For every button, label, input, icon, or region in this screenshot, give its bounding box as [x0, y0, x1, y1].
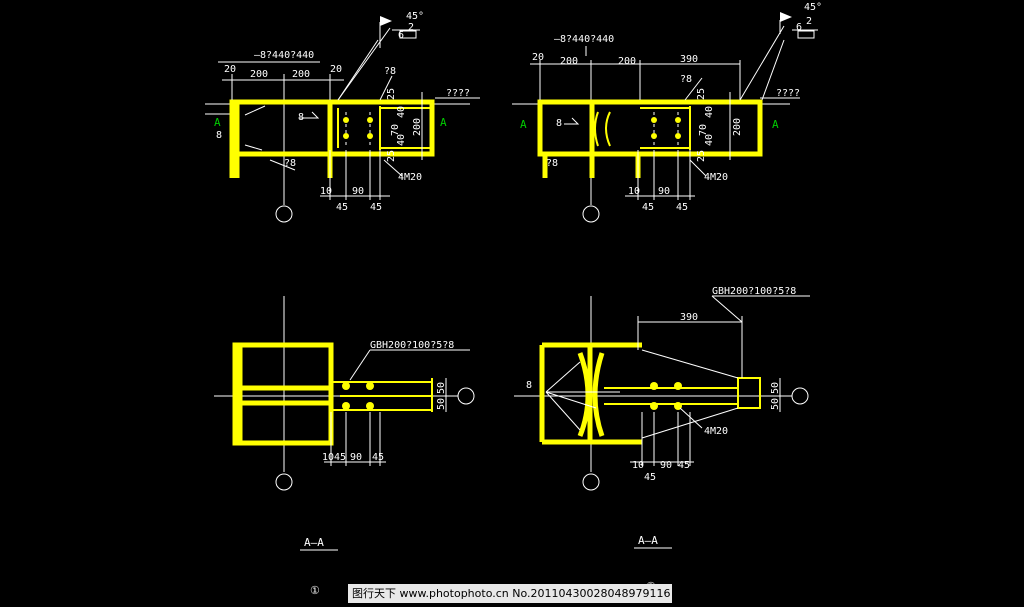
dim-top-4: 20 — [330, 64, 342, 75]
plate-outline — [537, 99, 763, 157]
dim-top-1: 20 — [532, 52, 544, 63]
section-marker-right: A — [772, 118, 779, 131]
axis-bubble — [582, 473, 600, 491]
dim-bottom-1: 10 — [322, 452, 334, 463]
beam-spec-label: GBH200?100?5?8 — [370, 340, 454, 351]
dim-bottom-2: 90 — [660, 460, 672, 471]
weld-angle: 45° — [804, 2, 822, 13]
fillet-size: 8 — [556, 118, 562, 129]
section-marker-left: A — [520, 118, 527, 131]
dim-bottom-4: 45 — [370, 202, 382, 213]
weld-gap: 2 — [408, 22, 414, 33]
dim-right-1: 50 — [770, 382, 781, 394]
dim-top-3: 200 — [618, 56, 636, 67]
weld-gap: 2 — [806, 16, 812, 27]
plate-spec-label: —8?440?440 — [554, 34, 614, 45]
weld-mark-2: ?8 — [546, 158, 558, 169]
axis-bubble — [582, 205, 600, 223]
dim-right-6: 200 — [732, 118, 743, 136]
section-marker-left: A — [214, 116, 221, 129]
dim-bottom-1: 10 — [632, 460, 644, 471]
dim-bottom-3: 45 — [642, 202, 654, 213]
dim-top-1: 20 — [224, 64, 236, 75]
plan-view-1: —8?440?440 20 200 200 20 ?8 ?8 8 8 ???? … — [205, 11, 480, 223]
elevation-mark: ???? — [776, 88, 800, 99]
dim-right-4: 40 — [396, 134, 407, 146]
axis-bubble — [791, 387, 809, 405]
weld-angle: 45° — [406, 11, 424, 22]
column-box — [232, 342, 334, 446]
fillet-size: 8 — [526, 380, 532, 391]
dim-top-3: 200 — [292, 69, 310, 80]
dim-right-2: 40 — [396, 106, 407, 118]
dim-right-4: 40 — [704, 134, 715, 146]
dim-right-2: 50 — [770, 398, 781, 410]
dim-bottom-3: 45 — [644, 472, 656, 483]
beam-spec-label: GBH200?100?5?8 — [712, 286, 796, 297]
weld-mark-2: ?8 — [284, 158, 296, 169]
bolt-spec: 4M20 — [704, 172, 728, 183]
dim-bottom-2: 45 — [334, 452, 346, 463]
plate-spec-label: —8?440?440 — [254, 50, 314, 61]
section-marker-right: A — [440, 116, 447, 129]
dim-right-5: 25 — [696, 150, 707, 162]
dim-bottom-1: 10 — [628, 186, 640, 197]
section-title: A—A — [638, 534, 658, 547]
dim-right-2: 40 — [704, 106, 715, 118]
axis-bubble — [275, 205, 293, 223]
dim-right-5: 25 — [386, 150, 397, 162]
dim-bottom-4: 45 — [676, 202, 688, 213]
dim-right-1: 50 — [436, 382, 447, 394]
fillet-size-2: 8 — [216, 130, 222, 141]
dim-right-6: 200 — [412, 118, 423, 136]
dim-right-2: 50 — [436, 398, 447, 410]
dim-top-2: 200 — [250, 69, 268, 80]
axis-bubble — [457, 387, 475, 405]
dim-top: 390 — [680, 312, 698, 323]
weld-depth: 6 — [398, 30, 404, 41]
dim-bottom-4: 45 — [372, 452, 384, 463]
weld-mark: ?8 — [680, 74, 692, 85]
section-view-1: GBH200?100?5?8 10 45 90 45 50 50 A—A ① — [214, 296, 475, 597]
dim-right-3: 70 — [698, 124, 709, 136]
plan-view-2: —8?440?440 20 200 200 390 ?8 ?8 8 ???? A… — [512, 2, 822, 223]
bolt-spec: 4M20 — [398, 172, 422, 183]
elevation-mark: ???? — [446, 88, 470, 99]
dim-bottom-2: 90 — [352, 186, 364, 197]
fillet-size: 8 — [298, 112, 304, 123]
dim-bottom-3: 45 — [336, 202, 348, 213]
dim-top-2: 200 — [560, 56, 578, 67]
weld-mark: ?8 — [384, 66, 396, 77]
detail-number: ① — [310, 584, 320, 597]
section-title: A—A — [304, 536, 324, 549]
watermark-bar: 图行天下 www.photophoto.cn No.20110430028048… — [348, 584, 672, 603]
dim-bottom-4: 45 — [678, 460, 690, 471]
dim-right-3: 70 — [390, 124, 401, 136]
dim-right-1: 25 — [386, 88, 397, 100]
dim-top-4: 390 — [680, 54, 698, 65]
dim-bottom-2: 90 — [658, 186, 670, 197]
dim-bottom-1: 10 — [320, 186, 332, 197]
bolt-spec: 4M20 — [704, 426, 728, 437]
axis-bubble — [275, 473, 293, 491]
dim-bottom-3: 90 — [350, 452, 362, 463]
weld-depth: 6 — [796, 22, 802, 33]
section-view-2: GBH200?100?5?8 390 4M20 8 10 90 45 45 50… — [514, 286, 810, 593]
dim-right-1: 25 — [696, 88, 707, 100]
